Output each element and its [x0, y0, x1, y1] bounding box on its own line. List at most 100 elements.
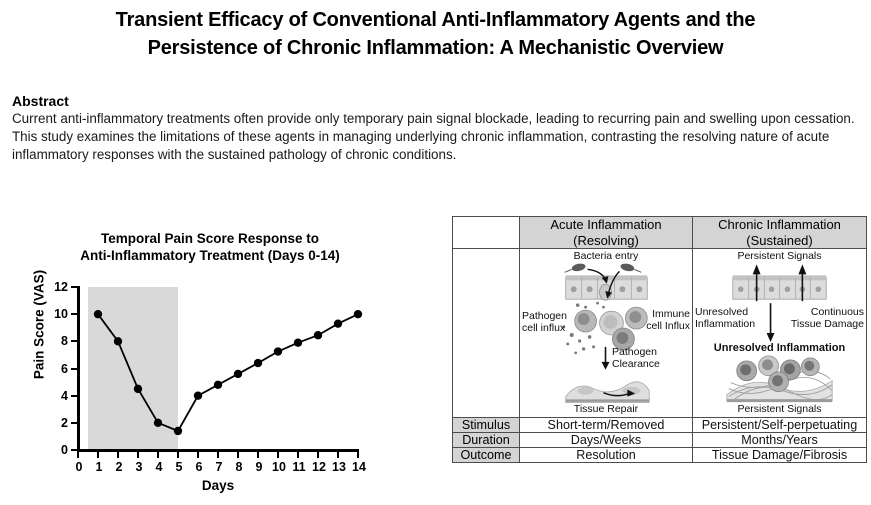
x-axis-tick-label: 12: [312, 460, 326, 474]
y-axis-tick-label: 2: [61, 415, 68, 430]
acute-bottom-label: Tissue Repair: [573, 403, 639, 415]
x-axis-tick: [337, 451, 339, 458]
row-label: Stimulus: [452, 417, 520, 433]
x-axis-tick-label: 4: [155, 460, 163, 474]
chronic-inflammation-diagram: Persistent Signals Unresolved Inflammati…: [692, 248, 867, 418]
acute-left-label-line-2: cell influx: [522, 322, 566, 334]
chronic-right-label-line-2: Tissue Damage: [790, 318, 864, 330]
data-point-marker: [93, 309, 103, 319]
x-axis-tick: [357, 451, 359, 458]
acute-inflammation-diagram: Bacteria entry Pathogen cell influx Immu…: [519, 248, 693, 418]
tissue-repair-graphic: [565, 381, 650, 403]
abstract-heading: Abstract: [12, 93, 69, 109]
x-axis-tick-label: 5: [175, 460, 183, 474]
header-chronic-line-1: Chronic Inflammation: [718, 217, 841, 232]
data-point-marker: [133, 384, 143, 394]
chart-title-line-2: Anti-Inflammatory Treatment (Days 0-14): [80, 248, 340, 263]
data-point-marker: [333, 319, 343, 328]
y-axis-tick: [71, 449, 78, 451]
signal-arrowhead-left: [752, 264, 761, 275]
data-point-marker: [233, 369, 243, 379]
x-axis-tick: [297, 451, 299, 458]
chronic-mid-label: Unresolved Inflammation: [713, 342, 846, 354]
y-axis-tick: [71, 340, 78, 343]
pathogen-clearance-arrow: [601, 346, 610, 370]
x-axis-tick: [277, 451, 279, 458]
chart-title-line-1: Temporal Pain Score Response to: [100, 231, 320, 246]
chronic-right-label-line-1: Continuous: [810, 306, 864, 318]
x-axis-tick: [317, 451, 319, 458]
data-point-marker: [113, 337, 123, 346]
chronic-top-label: Persistent Signals: [737, 250, 822, 262]
x-axis-tick-label: 8: [235, 460, 243, 474]
diagram-row-blank-cell: [452, 248, 520, 418]
row-value-chronic: Months/Years: [692, 432, 867, 448]
header-acute-line-1: Acute Inflammation: [550, 217, 662, 232]
row-value-chronic: Tissue Damage/Fibrosis: [692, 447, 867, 463]
acute-right-label-line-1: Immune: [652, 308, 690, 320]
abstract-body: Current anti-inflammatory treatments oft…: [12, 111, 855, 163]
x-axis-tick-label: 13: [332, 460, 346, 474]
y-axis-tick-label: 4: [61, 388, 68, 403]
plot-area: [78, 287, 358, 450]
x-axis-tick: [217, 451, 219, 458]
data-point-marker: [353, 309, 363, 319]
bacteria-entry-arrows: [587, 268, 620, 299]
x-axis-label: Days: [201, 478, 235, 493]
pathogen-debris: [562, 301, 605, 355]
data-point-marker: [193, 391, 203, 400]
y-axis-tick-label: 12: [54, 280, 68, 294]
chronic-left-label-line-2: Inflammation: [695, 318, 756, 330]
row-label: Duration: [452, 432, 520, 448]
page-title: Transient Efficacy of Conventional Anti-…: [0, 6, 871, 62]
y-axis-tick: [71, 394, 78, 397]
acute-mid-label-line-1: Pathogen: [612, 346, 657, 358]
chart-title: Temporal Pain Score Response to Anti-Inf…: [30, 230, 390, 264]
row-value-acute: Resolution: [519, 447, 693, 463]
x-axis-tick: [197, 451, 199, 458]
abstract-section: Abstract Current anti-inflammatory treat…: [12, 93, 862, 165]
x-axis-tick-label: 6: [195, 460, 203, 474]
x-axis-tick-label: 0: [75, 460, 83, 474]
persistent-signal-arrows: [755, 269, 804, 302]
signal-arrowhead-right: [798, 264, 807, 275]
data-point-marker: [173, 426, 183, 436]
acute-diagram-graphics: [562, 263, 650, 403]
y-axis-tick-label: 6: [61, 361, 68, 376]
y-axis-tick-label: 10: [54, 307, 68, 322]
data-point-marker: [213, 380, 223, 389]
header-blank-cell: [452, 216, 520, 249]
page-title-line-1: Transient Efficacy of Conventional Anti-…: [115, 9, 756, 31]
row-label: Outcome: [452, 447, 520, 463]
acute-top-label: Bacteria entry: [573, 250, 639, 262]
y-axis-label: Pain Score (VAS): [31, 269, 47, 380]
y-axis-tick: [71, 286, 78, 288]
x-axis-tick-label: 14: [352, 460, 366, 474]
data-point-marker: [253, 358, 263, 368]
chronic-left-label-line-1: Unresolved: [695, 306, 749, 318]
y-axis-tick: [71, 421, 78, 424]
tissue-damage-arrow: [766, 303, 775, 342]
page-title-line-2: Persistence of Chronic Inflammation: A M…: [147, 37, 724, 59]
x-axis-tick-label: 7: [215, 460, 223, 474]
x-axis-tick: [97, 451, 99, 458]
data-point-marker: [313, 331, 323, 340]
table-header-row: Acute Inflammation (Resolving) Chronic I…: [452, 216, 867, 249]
row-value-acute: Days/Weeks: [519, 432, 693, 448]
x-axis-tick: [177, 451, 179, 458]
y-axis-tick: [71, 367, 78, 370]
chart-series-svg: [93, 309, 363, 436]
acute-left-label-line-1: Pathogen: [522, 310, 567, 322]
table-diagram-row: Bacteria entry Pathogen cell influx Immu…: [452, 248, 867, 418]
x-axis-tick-label: 3: [135, 460, 143, 474]
treatment-window-shading: [88, 287, 178, 450]
data-point-marker: [293, 338, 303, 347]
inflammation-comparison-table: Acute Inflammation (Resolving) Chronic I…: [452, 216, 867, 463]
header-chronic-line-2: (Sustained): [746, 232, 813, 248]
x-axis-tick: [137, 451, 139, 458]
y-axis-tick-label: 0: [61, 443, 68, 457]
